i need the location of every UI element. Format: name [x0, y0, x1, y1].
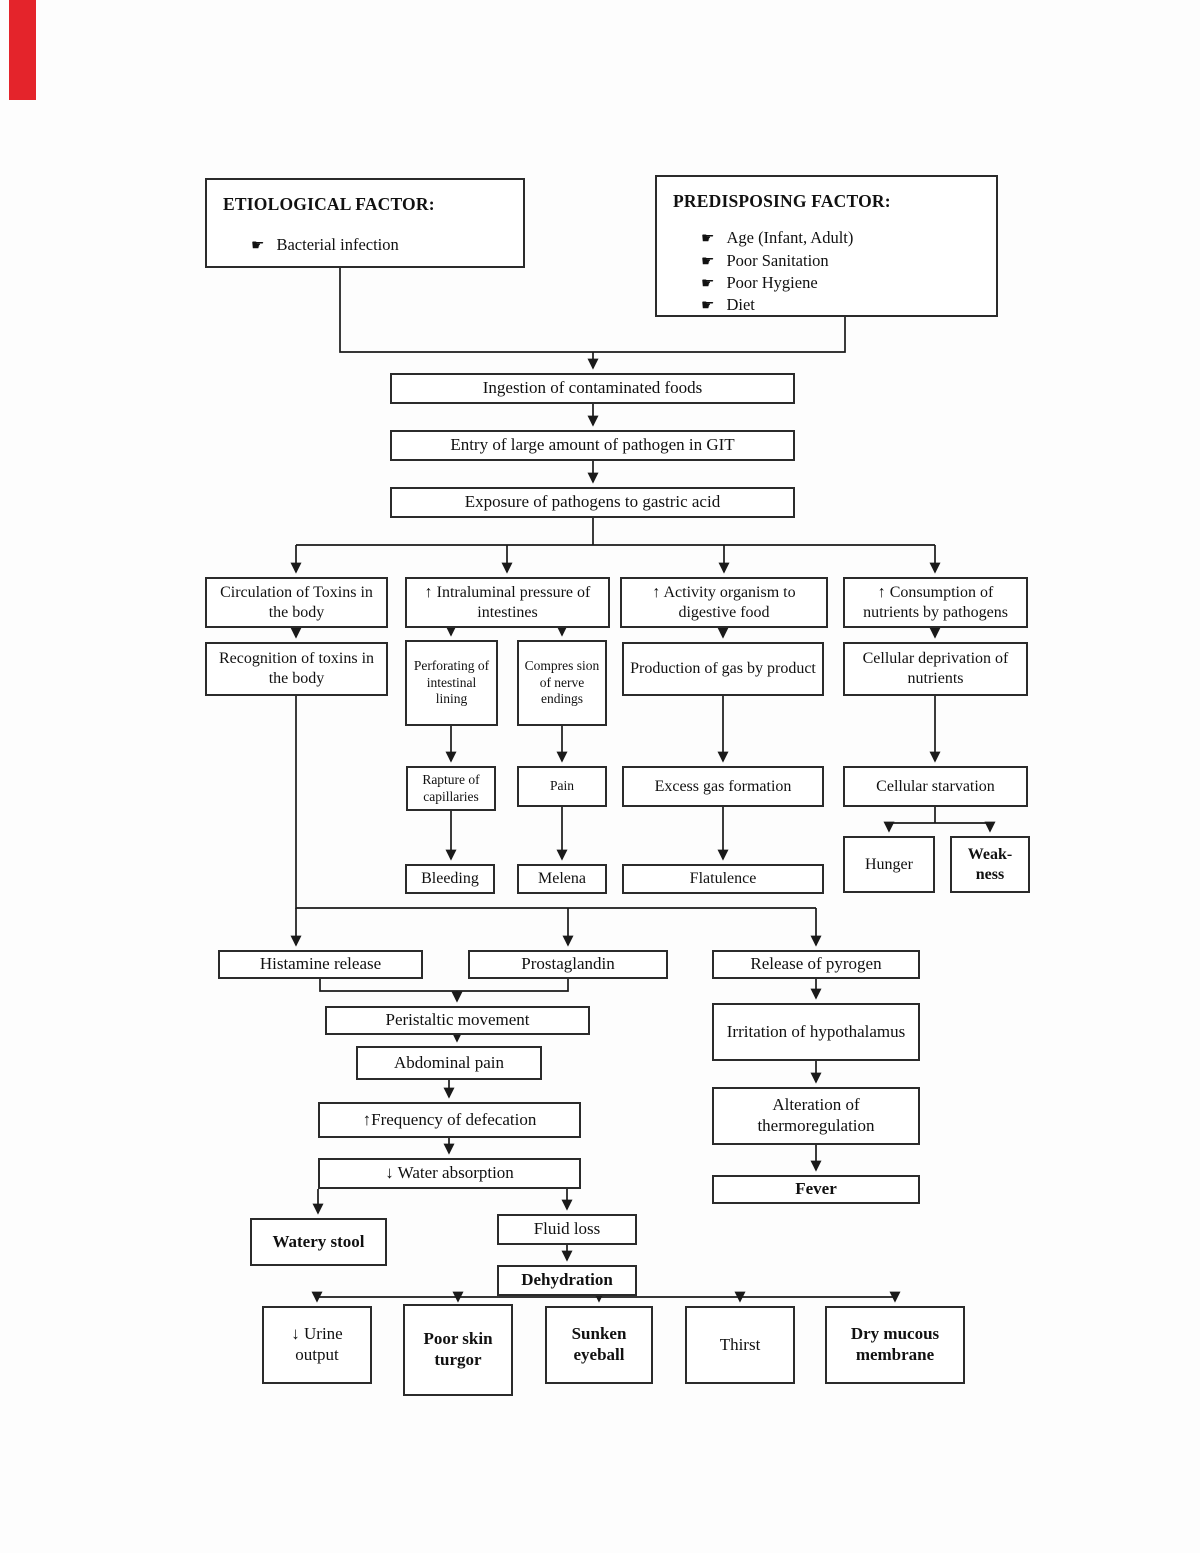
predisposing-factor-title: PREDISPOSING FACTOR: — [673, 191, 891, 211]
node-irritation-hypothalamus: Irritation of hypothalamus — [712, 1003, 920, 1061]
node-thirst: Thirst — [685, 1306, 795, 1384]
pointing-hand-icon: ☛ — [701, 253, 715, 270]
node-frequency-defecation: ↑Frequency of defecation — [318, 1102, 581, 1138]
list-item: ☛ Poor Sanitation — [701, 251, 853, 271]
node-cellular-deprivation: Cellular deprivation of nutrients — [843, 642, 1028, 696]
node-weakness: Weak-ness — [950, 836, 1030, 893]
node-watery-stool: Watery stool — [250, 1218, 387, 1266]
node-peristaltic-movement: Peristaltic movement — [325, 1006, 590, 1035]
list-item: ☛ Diet — [701, 295, 853, 315]
list-item-label: Poor Hygiene — [726, 272, 818, 292]
node-sunken-eyeball: Sunken eyeball — [545, 1306, 653, 1384]
list-item: ☛ Bacterial infection — [251, 235, 399, 255]
node-compression-nerve: Compres sion of nerve endings — [517, 640, 607, 726]
node-water-absorption: ↓ Water absorption — [318, 1158, 581, 1189]
node-fluid-loss: Fluid loss — [497, 1214, 637, 1245]
node-intraluminal-pressure: ↑ Intraluminal pressure of intestines — [405, 577, 610, 628]
node-circulation-toxins: Circulation of Toxins in the body — [205, 577, 388, 628]
pointing-hand-icon: ☛ — [251, 238, 265, 255]
node-ingestion: Ingestion of contaminated foods — [390, 373, 795, 404]
pointing-hand-icon: ☛ — [701, 231, 715, 248]
node-alteration-thermoregulation: Alteration of thermoregulation — [712, 1087, 920, 1145]
node-abdominal-pain: Abdominal pain — [356, 1046, 542, 1080]
list-item: ☛ Poor Hygiene — [701, 273, 853, 293]
pointing-hand-icon: ☛ — [701, 275, 715, 292]
predisposing-factor-list: ☛ Age (Infant, Adult) ☛ Poor Sanitation … — [701, 226, 853, 317]
node-entry-git: Entry of large amount of pathogen in GIT — [390, 430, 795, 461]
node-poor-skin-turgor: Poor skin turgor — [403, 1304, 513, 1396]
node-cellular-starvation: Cellular starvation — [843, 766, 1028, 807]
node-hunger: Hunger — [843, 836, 935, 893]
list-item-label: Bacterial infection — [276, 235, 399, 255]
node-dry-mucous-membrane: Dry mucous membrane — [825, 1306, 965, 1384]
etiological-factor-box: ETIOLOGICAL FACTOR: ☛ Bacterial infectio… — [205, 178, 525, 268]
scan-red-edge-artifact — [9, 0, 36, 100]
node-rapture-capillaries: Rapture of capillaries — [406, 766, 496, 811]
node-activity-organism: ↑ Activity organism to digestive food — [620, 577, 828, 628]
node-release-pyrogen: Release of pyrogen — [712, 950, 920, 979]
node-prostaglandin: Prostaglandin — [468, 950, 668, 979]
node-consumption-nutrients: ↑ Consumption of nutrients by pathogens — [843, 577, 1028, 628]
node-pain: Pain — [517, 766, 607, 807]
list-item-label: Diet — [726, 295, 755, 315]
node-excess-gas: Excess gas formation — [622, 766, 824, 807]
node-urine-output: ↓ Urine output — [262, 1306, 372, 1384]
node-production-gas: Production of gas by product — [622, 642, 824, 696]
etiological-factor-list: ☛ Bacterial infection — [251, 233, 399, 257]
node-dehydration: Dehydration — [497, 1265, 637, 1296]
etiological-factor-title: ETIOLOGICAL FACTOR: — [223, 194, 435, 214]
node-histamine-release: Histamine release — [218, 950, 423, 979]
predisposing-factor-box: PREDISPOSING FACTOR: ☛ Age (Infant, Adul… — [655, 175, 998, 317]
list-item-label: Age (Infant, Adult) — [726, 228, 854, 248]
node-flatulence: Flatulence — [622, 864, 824, 894]
pointing-hand-icon: ☛ — [701, 298, 715, 315]
node-fever: Fever — [712, 1175, 920, 1204]
node-bleeding: Bleeding — [405, 864, 495, 894]
node-melena: Melena — [517, 864, 607, 894]
node-exposure-gastric-acid: Exposure of pathogens to gastric acid — [390, 487, 795, 518]
node-perforating-lining: Perforating of intestinal lining — [405, 640, 498, 726]
node-recognition-toxins: Recognition of toxins in the body — [205, 642, 388, 696]
list-item: ☛ Age (Infant, Adult) — [701, 228, 853, 248]
list-item-label: Poor Sanitation — [726, 250, 829, 270]
